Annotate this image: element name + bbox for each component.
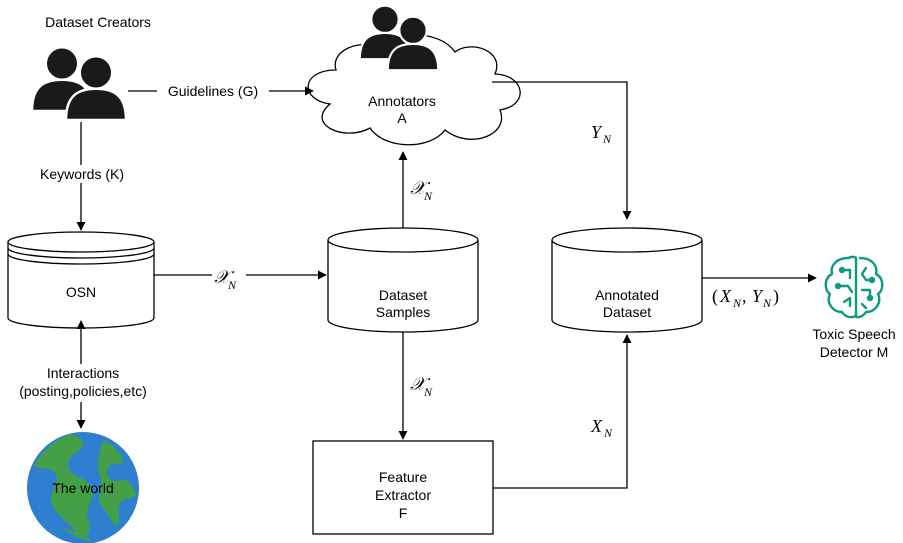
brain-circuit-icon	[824, 255, 884, 319]
svg-text:,: ,	[742, 286, 747, 306]
svg-text:Y: Y	[752, 286, 764, 306]
samples-to-extractor-math: 𝒳 N	[410, 374, 433, 399]
svg-text:N: N	[762, 296, 772, 310]
annotators-to-annotated-math: Y N	[591, 122, 612, 146]
svg-text:): )	[773, 286, 779, 307]
annotators-label: Annotators	[368, 93, 436, 109]
interactions-label: Interactions	[47, 365, 119, 381]
svg-text:N: N	[423, 385, 433, 399]
feature-extractor-label-3: F	[399, 505, 408, 521]
svg-text:N: N	[732, 296, 742, 310]
dataset-samples-cylinder	[327, 227, 479, 333]
annotated-to-detector-math: ( X N , Y N )	[712, 286, 779, 310]
svg-text:N: N	[423, 189, 433, 203]
svg-text:N: N	[227, 278, 237, 292]
annotated-dataset-label: Annotated	[595, 287, 659, 303]
dataset-creators-icon	[30, 46, 128, 122]
feature-extractor-label-2: Extractor	[375, 487, 431, 503]
dataset-samples-sublabel: Samples	[376, 304, 430, 320]
guidelines-label: Guidelines (G)	[168, 83, 258, 99]
interactions-sublabel: (posting,policies,etc)	[19, 383, 147, 399]
svg-text:N: N	[602, 132, 612, 146]
detector-label: Toxic Speech	[812, 326, 895, 342]
osn-label: OSN	[66, 284, 96, 300]
samples-to-annotators-math: 𝒳 N	[410, 178, 433, 203]
annotated-dataset-cylinder	[551, 227, 703, 333]
dataset-samples-label: Dataset	[379, 287, 427, 303]
extractor-to-annotated-math: X N	[590, 416, 613, 440]
globe-icon	[27, 432, 139, 543]
extractor-to-annotated-arrow	[493, 334, 632, 489]
svg-text:N: N	[603, 426, 613, 440]
feature-extractor-label: Feature	[379, 469, 427, 485]
keywords-label: Keywords (K)	[40, 166, 124, 182]
world-label: The world	[52, 480, 113, 496]
detector-sublabel: Detector M	[820, 344, 888, 360]
annotators-to-annotated-arrow	[492, 81, 632, 220]
osn-storage	[7, 231, 155, 329]
annotated-dataset-sublabel: Dataset	[603, 304, 651, 320]
svg-text:Y: Y	[591, 122, 603, 142]
annotators-sublabel: A	[397, 110, 407, 126]
svg-text:X: X	[719, 286, 732, 306]
dataset-creators-label: Dataset Creators	[45, 14, 151, 30]
svg-text:X: X	[590, 416, 603, 436]
svg-text:(: (	[712, 286, 718, 307]
